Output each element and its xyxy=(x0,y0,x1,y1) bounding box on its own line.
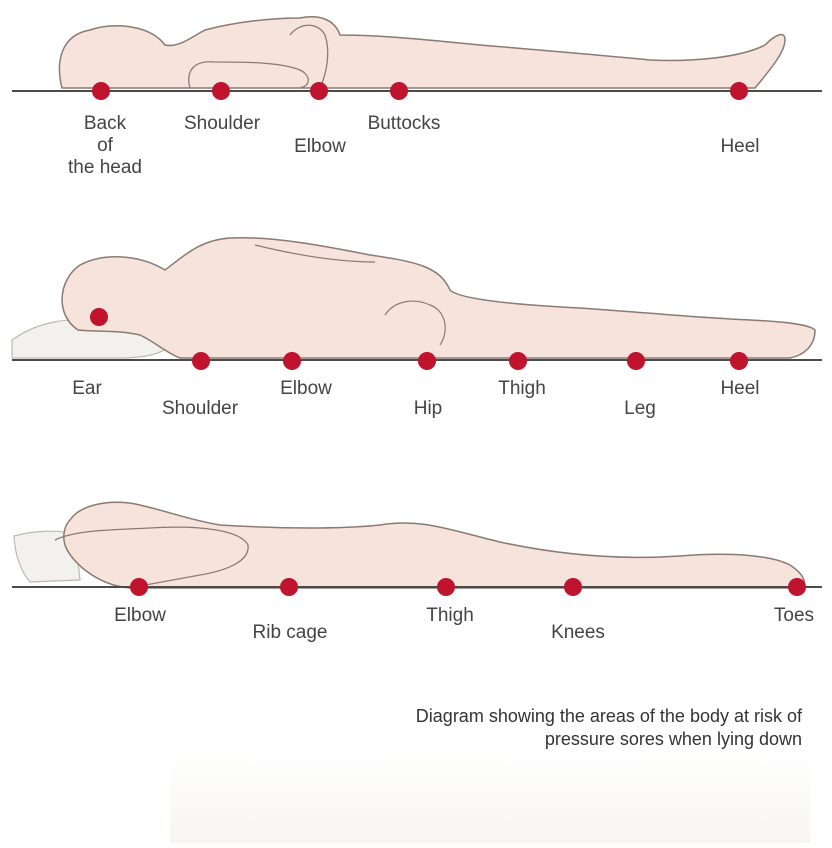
pressure-point-leg xyxy=(627,352,645,370)
diagram-caption: Diagram showing the areas of the body at… xyxy=(150,705,802,751)
label-back-line-2: of xyxy=(46,135,164,157)
body-silhouette-side xyxy=(62,238,815,358)
caption-background xyxy=(170,750,810,843)
pressure-point-rib-cage xyxy=(280,578,298,596)
label-ear: Ear xyxy=(52,378,122,400)
pressure-point-back-of-head xyxy=(92,82,110,100)
label-back-line-1: Back xyxy=(46,113,164,135)
label-toes: Toes xyxy=(756,605,832,627)
pressure-point-elbow xyxy=(283,352,301,370)
label-shoulder: Shoulder xyxy=(138,398,262,420)
pressure-point-shoulder xyxy=(192,352,210,370)
pressure-point-shoulder xyxy=(212,82,230,100)
pressure-point-heel xyxy=(730,352,748,370)
label-thigh: Thigh xyxy=(408,605,492,627)
caption-line-1: Diagram showing the areas of the body at… xyxy=(150,705,802,728)
pressure-point-toes xyxy=(788,578,806,596)
label-heel: Heel xyxy=(698,378,782,400)
pressure-point-buttocks xyxy=(390,82,408,100)
label-elbow: Elbow xyxy=(258,378,354,400)
label-knees: Knees xyxy=(530,622,626,644)
label-elbow: Elbow xyxy=(270,136,370,158)
body-silhouette-front xyxy=(64,502,805,588)
pressure-point-elbow xyxy=(310,82,328,100)
pressure-point-thigh xyxy=(509,352,527,370)
label-hip: Hip xyxy=(396,398,460,420)
pressure-point-heel xyxy=(730,82,748,100)
pressure-point-elbow xyxy=(130,578,148,596)
label-shoulder: Shoulder xyxy=(160,113,284,135)
label-back-line-3: the head xyxy=(46,157,164,179)
caption-line-2: pressure sores when lying down xyxy=(150,728,802,751)
label-elbow: Elbow xyxy=(92,605,188,627)
pressure-point-hip xyxy=(418,352,436,370)
body-silhouette-back xyxy=(59,17,785,88)
panel-lying-on-side xyxy=(12,238,822,370)
pressure-point-thigh xyxy=(437,578,455,596)
label-back-of-the-head: Back of the head xyxy=(46,113,164,179)
label-leg: Leg xyxy=(608,398,672,420)
label-thigh: Thigh xyxy=(480,378,564,400)
label-buttocks: Buttocks xyxy=(342,113,466,135)
pressure-point-knees xyxy=(564,578,582,596)
label-rib-cage: Rib cage xyxy=(222,622,358,644)
label-heel: Heel xyxy=(698,136,782,158)
panel-lying-on-back xyxy=(12,17,822,100)
panel-lying-on-front xyxy=(12,502,822,596)
pressure-point-ear xyxy=(90,308,108,326)
